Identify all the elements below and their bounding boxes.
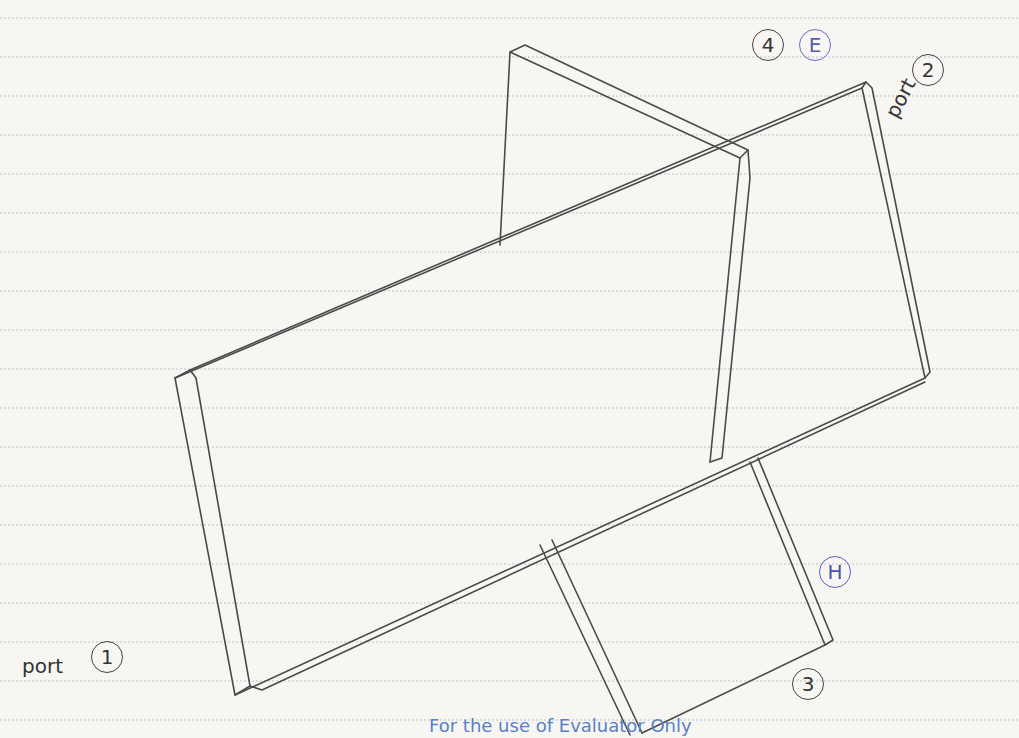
port-label: port [880,74,920,121]
notebook-rules [0,18,1019,720]
callout-circle: 4 [752,29,784,61]
callout-number: 3 [802,674,815,694]
callout-circle: H [819,556,851,588]
callout-number: 4 [762,35,775,55]
callout-circle: 1 [91,641,123,673]
callout-number: 2 [922,60,935,80]
callout-number: E [809,35,822,55]
port-label: port [22,654,63,678]
callout-number: 1 [101,647,114,667]
callout-number: H [827,562,842,582]
callout-circle: 3 [792,668,824,700]
waveguide-outline [175,45,930,735]
watermark: For the use of Evaluator Only [429,715,692,736]
callout-circle: E [799,29,831,61]
callout-circle: 2 [912,54,944,86]
